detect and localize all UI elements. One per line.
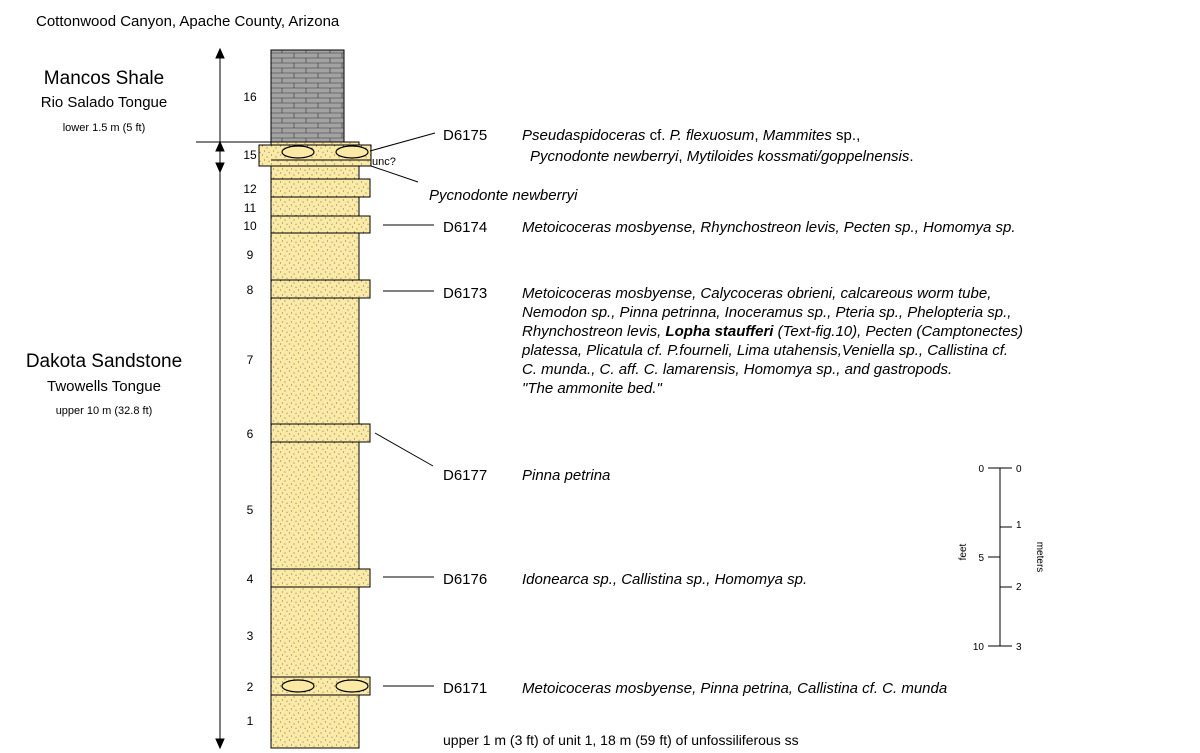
unit-4-ledge [270,568,371,588]
scale-feet-label: feet [958,543,969,560]
locality-d6176-id: D6176 [443,571,487,588]
locality-d6173-fauna-line5: C. munda., C. aff. C. lamarensis, Homomy… [522,361,952,378]
scale-feet-tick: 5 [978,553,984,564]
scale-bar [988,467,1012,647]
unit-number: 1 [247,714,254,728]
unit-number: 16 [243,90,257,104]
locality-d6173-fauna-line4: platessa, Plicatula cf. P.fourneli, Lima… [521,342,1008,359]
unit-number: 5 [247,503,254,517]
locality-d6173-fauna-line6: "The ammonite bed." [522,380,663,397]
unit-8-ledge [270,279,371,299]
unit-number: 7 [247,353,254,367]
locality-d6171-id: D6171 [443,680,487,697]
locality-d6175-id: D6175 [443,127,487,144]
unit-number: 6 [247,427,254,441]
scale-meter-tick: 2 [1016,582,1022,593]
locality-d6176-fauna: Idonearca sp., Callistina sp., Homomya s… [522,571,807,588]
unit-6-ledge [270,423,371,443]
unconformity-label: unc? [372,156,396,168]
locality-d6171-fauna: Metoicoceras mosbyense, Pinna petrina, C… [522,680,947,697]
concretion-icon [281,679,315,693]
mancos-thickness-label: lower 1.5 m (5 ft) [63,122,146,134]
unit-number: 4 [247,572,254,586]
concretion-icon [281,145,315,159]
locality-d6173-fauna-line1: Metoicoceras mosbyense, Calycoceras obri… [522,285,991,302]
mancos-shale-label: Mancos Shale [44,68,164,89]
locality-d6177-fauna: Pinna petrina [522,467,610,484]
unit-10-ledge [270,215,371,234]
d6177-leader-line [374,432,434,467]
locality-d6175-fauna-line1: Pseudaspidoceras cf. P. flexuosum, Mammi… [522,127,860,144]
unit-number: 2 [247,680,254,694]
mancos-shale-column [270,49,345,143]
scale-meter-tick: 1 [1016,520,1022,531]
dakota-extent-arrow [215,140,225,750]
scale-feet-tick: 10 [973,642,985,653]
unit-number: 10 [243,219,257,233]
concretion-icon [335,145,369,159]
unit-number: 9 [247,248,254,262]
twowells-tongue-label: Twowells Tongue [47,378,161,395]
unit-number: 12 [243,182,257,196]
scale-meter-tick: 0 [1016,464,1022,475]
pycnodonte-leader-line [370,165,419,183]
pycnodonte-label: Pycnodonte newberryi [429,187,578,204]
scale-meter-tick: 3 [1016,642,1022,653]
locality-d6173-fauna-line3: Rhynchostreon levis, Lopha staufferi (Te… [522,323,1023,340]
d6175-leader-line [369,132,436,152]
unit-number: 11 [244,201,257,215]
locality-d6177-id: D6177 [443,467,487,484]
scale-meters-label: meters [1034,542,1045,573]
diagram-title: Cottonwood Canyon, Apache County, Arizon… [36,13,340,30]
dakota-thickness-label: upper 10 m (32.8 ft) [56,405,153,417]
unit-number: 15 [243,148,257,162]
locality-d6175-fauna-line2: Pycnodonte newberryi, Mytiloides kossmat… [530,148,914,165]
rio-salado-tongue-label: Rio Salado Tongue [41,94,168,111]
scale-feet-tick: 0 [978,464,984,475]
unit-number: 3 [247,629,254,643]
dakota-sandstone-label: Dakota Sandstone [26,351,182,372]
locality-d6173-id: D6173 [443,285,487,302]
locality-d6174-id: D6174 [443,219,487,236]
locality-d6174-fauna: Metoicoceras mosbyense, Rhynchostreon le… [522,219,1016,236]
unit-number: 8 [247,283,254,297]
concretion-icon [335,679,369,693]
unit-1-note: upper 1 m (3 ft) of unit 1, 18 m (59 ft)… [443,732,799,748]
unit-12-ledge [270,178,371,198]
dakota-sandstone-column [270,141,360,749]
locality-d6173-fauna-line2: Nemodon sp., Pinna petrinna, Inoceramus … [522,304,1011,321]
